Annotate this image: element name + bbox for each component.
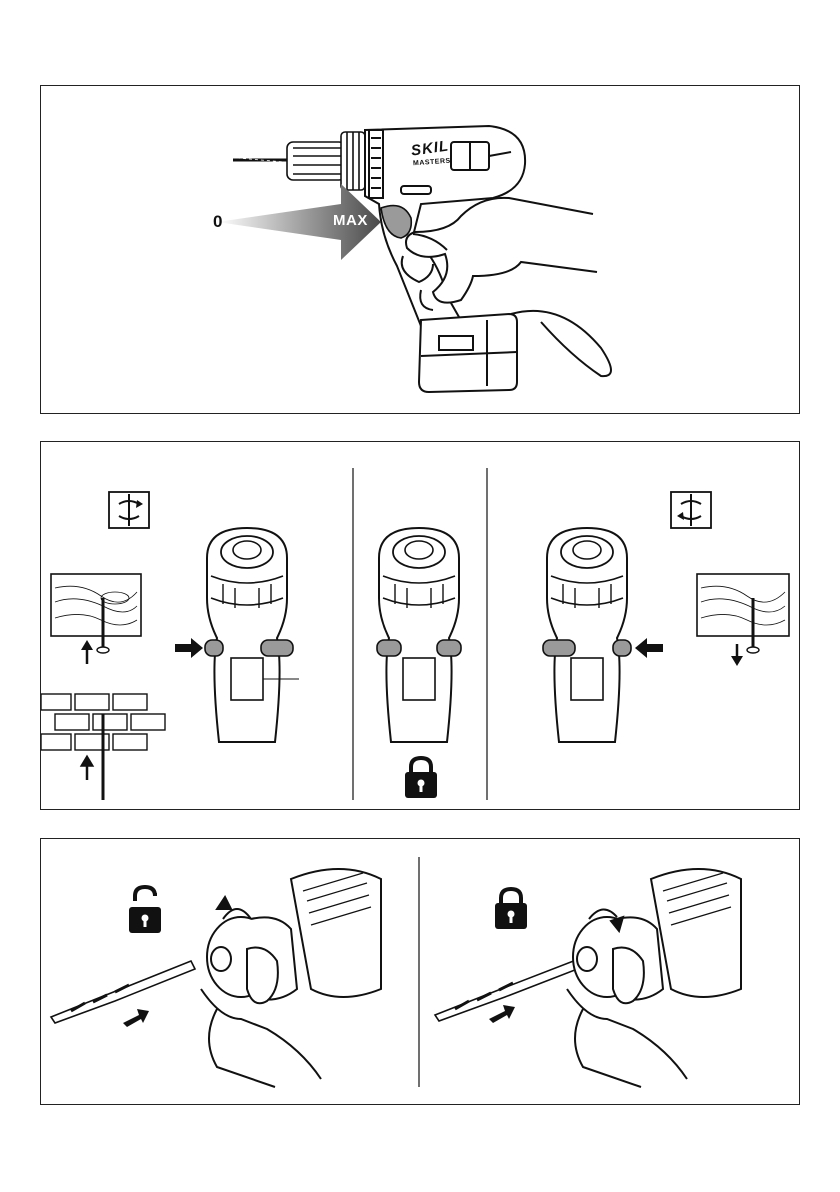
drill-handle-view-reverse bbox=[543, 528, 631, 742]
drill-bit bbox=[233, 158, 289, 162]
drill-illustration bbox=[41, 86, 801, 415]
drill-handle-view-locked bbox=[377, 528, 461, 742]
wood-screw-in-illustration bbox=[51, 574, 141, 664]
rotation-forward-icon bbox=[109, 492, 149, 528]
battery-pack bbox=[419, 314, 517, 392]
wood-screw-out-illustration bbox=[697, 574, 789, 666]
padlock-closed-icon-2 bbox=[495, 889, 527, 929]
figure-panel-bit-insertion bbox=[40, 838, 800, 1105]
chuck-and-hand-left bbox=[201, 869, 381, 1087]
chuck-and-hand-right bbox=[567, 869, 741, 1087]
wrist-strap bbox=[511, 311, 611, 376]
arrow-push-in bbox=[489, 1005, 515, 1023]
padlock-closed-icon bbox=[405, 758, 437, 798]
speed-max-label: MAX bbox=[333, 212, 368, 229]
drill-handle-view-forward bbox=[205, 528, 299, 742]
figure-panel-trigger-speed: 0 MAX SKIL MASTERS bbox=[40, 85, 800, 414]
arrow-pull-out bbox=[123, 1009, 149, 1027]
brick-wall-illustration bbox=[41, 694, 165, 800]
drill-chuck bbox=[287, 132, 365, 190]
push-arrow-forward bbox=[175, 638, 203, 658]
drill-bit-inserted bbox=[435, 955, 593, 1023]
rotation-reverse-icon bbox=[671, 492, 711, 528]
figure-panel-rotation-direction bbox=[40, 441, 800, 810]
drill-bit-removed bbox=[51, 961, 195, 1027]
bit-insertion-illustration bbox=[41, 839, 801, 1106]
speed-min-label: 0 bbox=[213, 212, 222, 232]
direction-switch-illustration bbox=[41, 442, 801, 811]
push-arrow-reverse bbox=[635, 638, 663, 658]
padlock-open-icon bbox=[129, 887, 161, 933]
